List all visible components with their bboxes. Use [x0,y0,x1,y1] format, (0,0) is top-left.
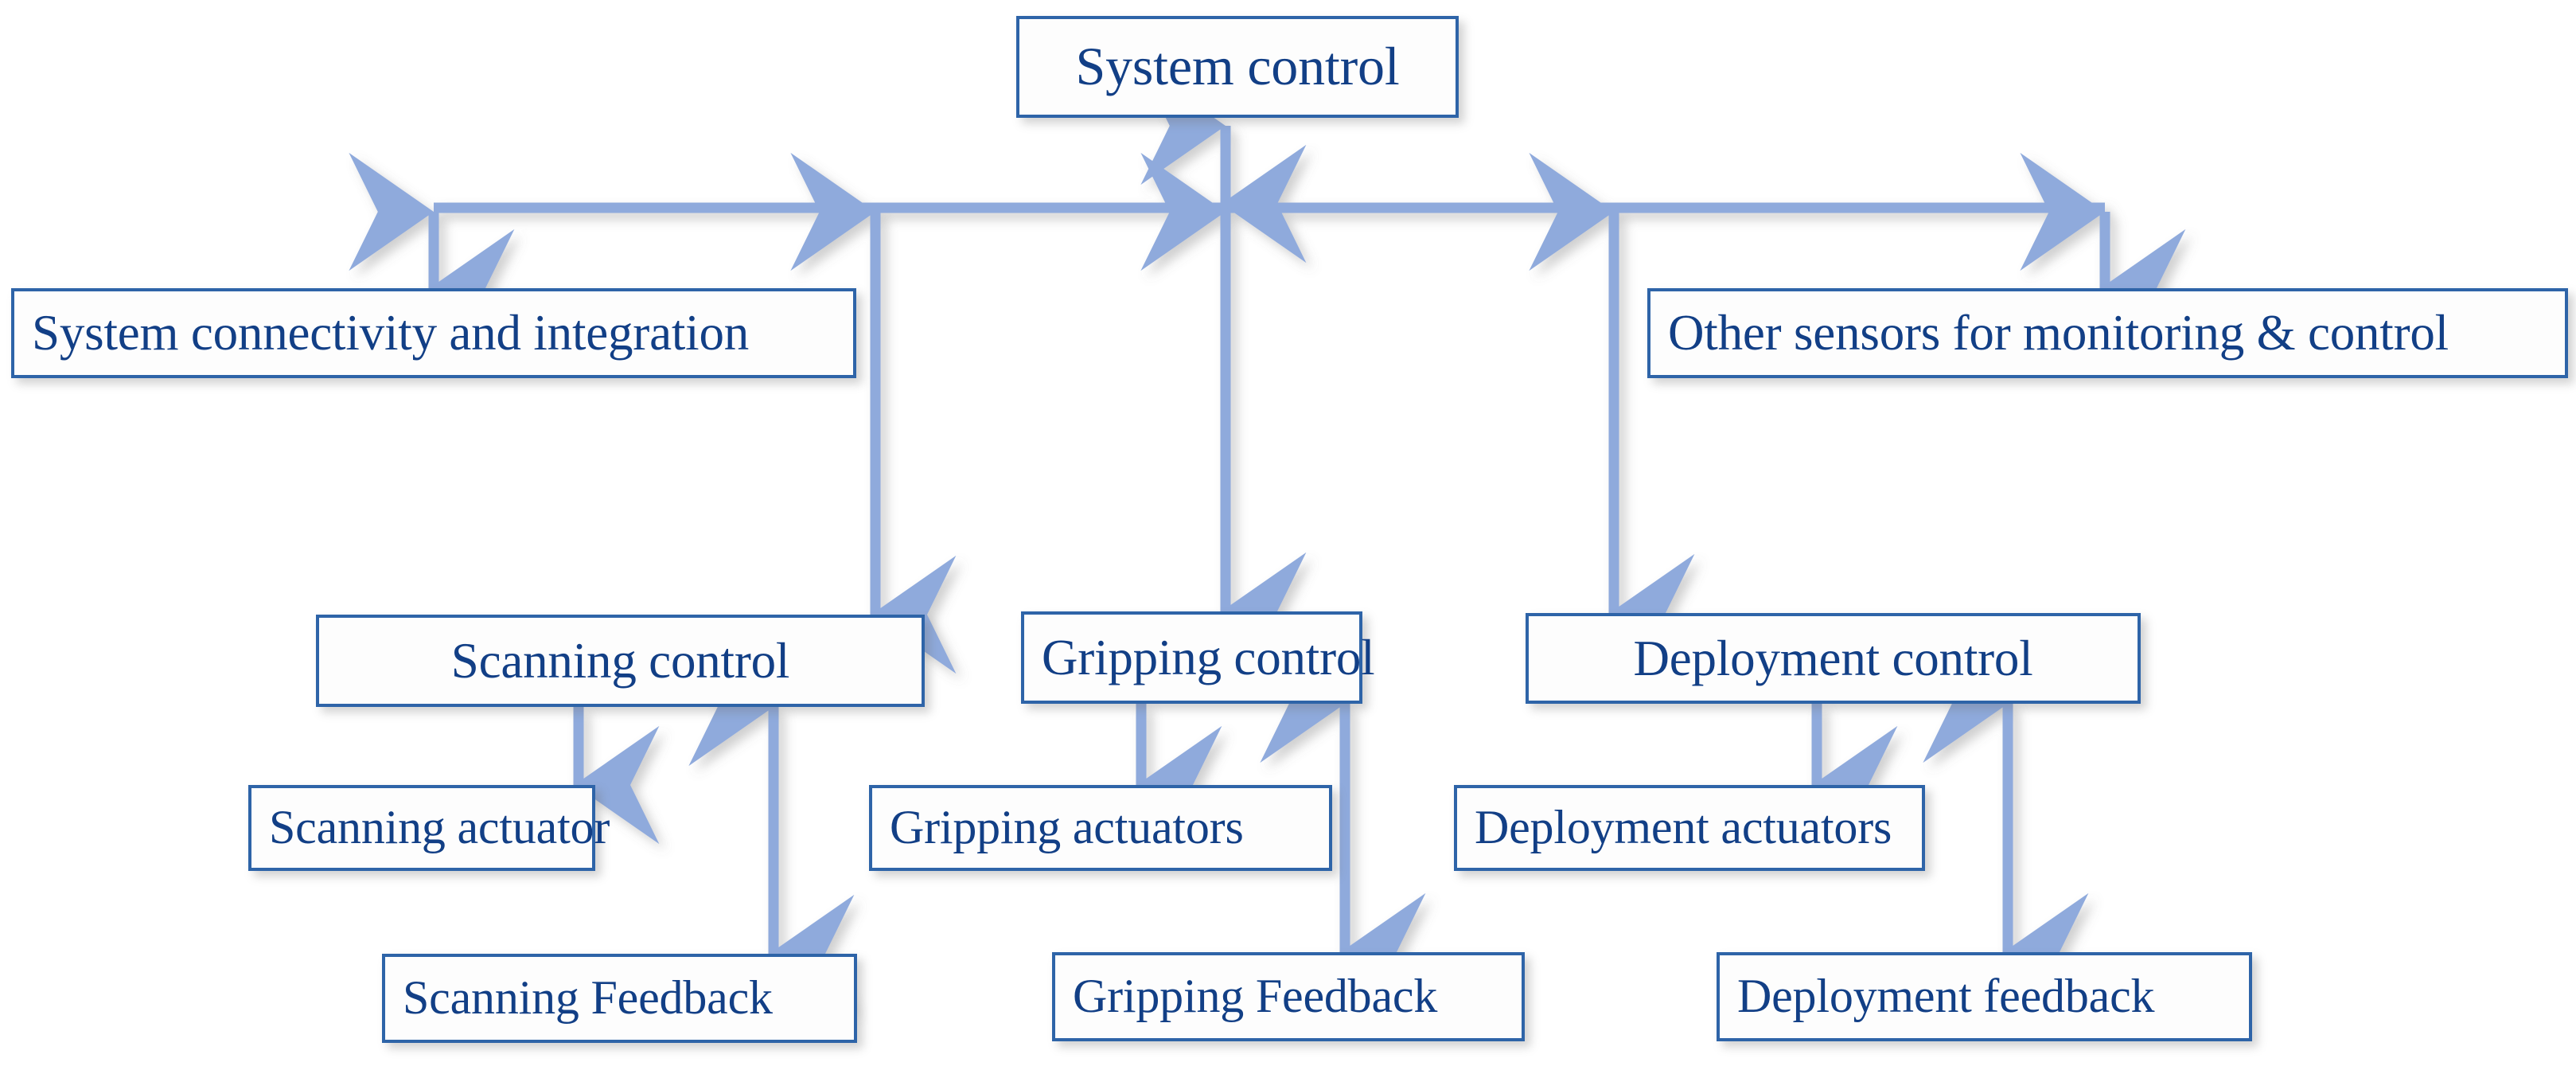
node-scanning-feedback[interactable]: Scanning Feedback [382,954,857,1043]
node-deployment-actuators-label: Deployment actuators [1475,801,1892,854]
node-gripping-control-label: Gripping control [1042,629,1375,685]
node-system-control-label: System control [1075,36,1400,97]
node-deployment-control[interactable]: Deployment control [1526,613,2141,704]
node-other-sensors-for-monitoring-and-control-label: Other sensors for monitoring & control [1668,305,2449,361]
node-deployment-control-label: Deployment control [1633,630,2033,686]
node-system-connectivity-and-integration[interactable]: System connectivity and integration [11,288,856,378]
node-system-control[interactable]: System control [1016,16,1459,118]
node-gripping-feedback[interactable]: Gripping Feedback [1052,952,1525,1041]
node-scanning-control-label: Scanning control [450,632,790,689]
node-scanning-actuator[interactable]: Scanning actuator [248,785,610,871]
node-scanning-feedback-label: Scanning Feedback [403,971,773,1025]
node-deployment-actuators[interactable]: Deployment actuators [1454,785,1925,871]
node-system-connectivity-and-integration-label: System connectivity and integration [32,305,750,361]
node-gripping-feedback-label: Gripping Feedback [1073,970,1438,1023]
node-scanning-control[interactable]: Scanning control [316,615,925,707]
node-deployment-feedback-label: Deployment feedback [1737,970,2155,1023]
node-scanning-actuator-label: Scanning actuator [269,801,610,854]
node-gripping-actuators[interactable]: Gripping actuators [869,785,1332,871]
node-gripping-actuators-label: Gripping actuators [890,801,1244,854]
node-gripping-control[interactable]: Gripping control [1021,611,1375,704]
node-deployment-feedback[interactable]: Deployment feedback [1717,952,2252,1041]
node-other-sensors-for-monitoring-and-control[interactable]: Other sensors for monitoring & control [1647,288,2568,378]
